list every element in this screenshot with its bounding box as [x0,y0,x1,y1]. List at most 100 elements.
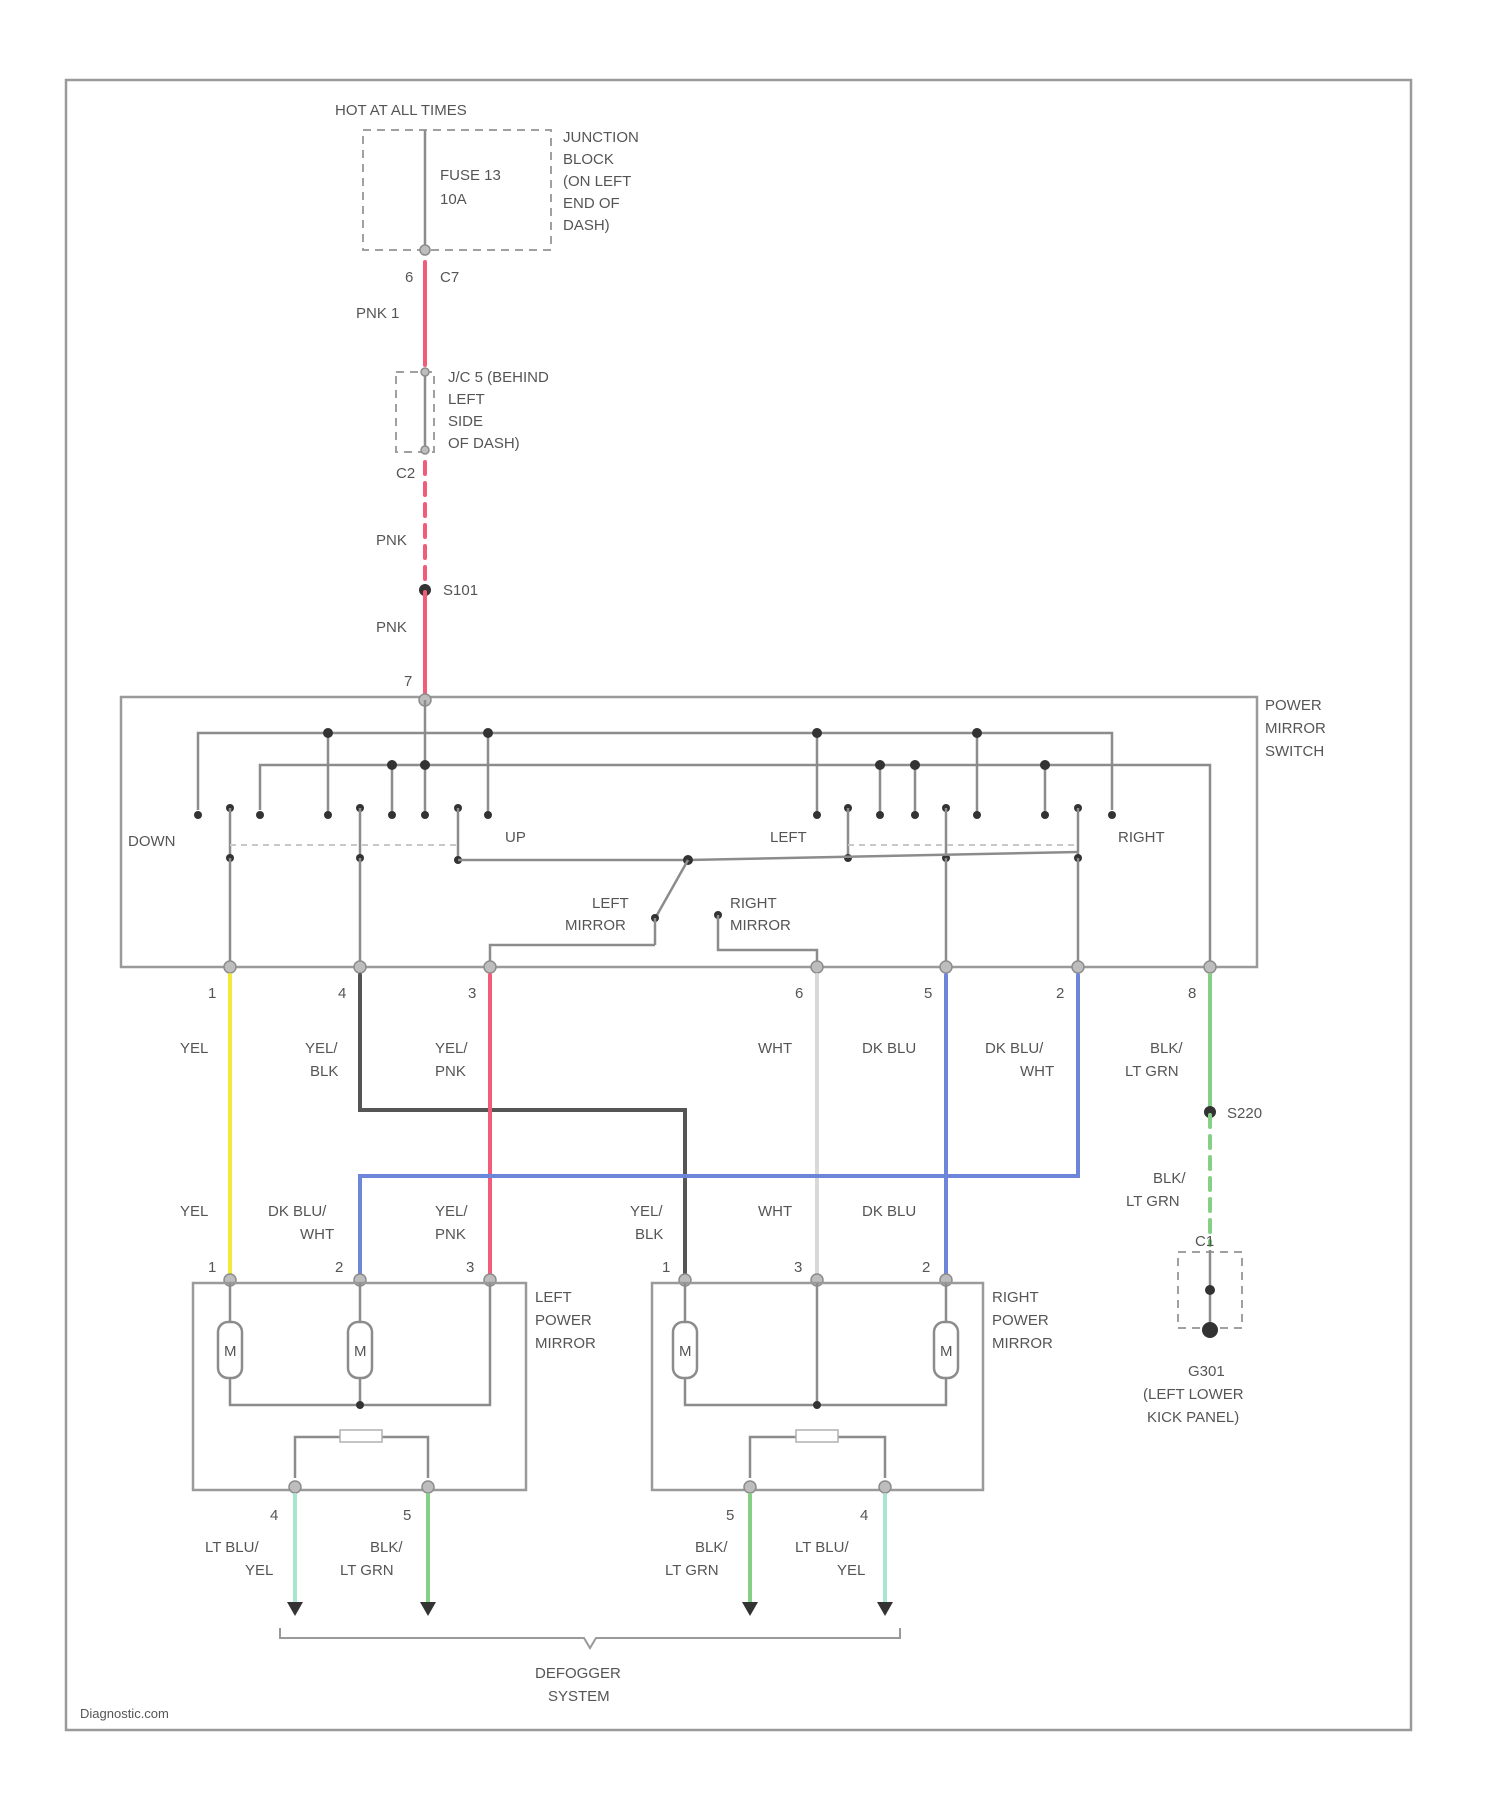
ground-name-1: G301 [1188,1363,1225,1380]
lower-color-yel-pnk-2: PNK [435,1226,466,1243]
switch-internal-buses [198,700,1210,965]
mirror-pin-label-5: 3 [794,1259,802,1276]
mirror-pin-label-3: 3 [466,1259,474,1276]
splice-s101-label: S101 [443,582,478,599]
joint-connector-label-3: SIDE [448,413,483,430]
joint-connector-pin-top [421,368,429,376]
switch-pin-label-7: 8 [1188,985,1196,1002]
lower-color-dk-blu: DK BLU [862,1203,916,1220]
lower-color-yel-blk-2: BLK [635,1226,663,1243]
left-mirror-label-3: MIRROR [535,1335,596,1352]
right-heater-pin-5 [744,1481,756,1493]
switch-label-left: LEFT [770,829,807,846]
right-mirror-select-label-1: RIGHT [730,895,777,912]
watermark: Diagnostic.com [80,1706,169,1721]
defogger-label-2: SYSTEM [548,1688,610,1705]
right-heater-pin-label-b: 4 [860,1507,868,1524]
pink-wire-2-label: PNK [376,532,407,549]
upper-color-yel-pnk-2: PNK [435,1063,466,1080]
left-heater-pin-4 [289,1481,301,1493]
right-out-color-1b: LT GRN [665,1562,719,1579]
upper-color-yel: YEL [180,1040,208,1057]
joint-connector-label-1: J/C 5 (BEHIND [448,369,549,386]
fuse-label-1: FUSE 13 [440,167,501,184]
junction-block-label-4: END OF [563,195,620,212]
defogger-brace [280,1628,900,1648]
ground-name-2: (LEFT LOWER [1143,1386,1244,1403]
ground-color-2: LT GRN [1126,1193,1180,1210]
switch-output-drops [230,858,1078,965]
right-heater-pin-label-a: 5 [726,1507,734,1524]
mirror-pin-label-2: 2 [335,1259,343,1276]
right-mirror-label-3: MIRROR [992,1335,1053,1352]
switch-bus-nodes [323,728,1050,770]
switch-label-down: DOWN [128,833,176,850]
mirror-pin-label-1: 1 [208,1259,216,1276]
switch-pin-label-6: 2 [1056,985,1064,1002]
left-mirror-common-node [356,1401,364,1409]
upper-color-yel-blk-1: YEL/ [305,1040,338,1057]
upper-color-dk-blu-wht-1: DK BLU/ [985,1040,1044,1057]
switch-pin-label-5: 5 [924,985,932,1002]
switch-feed-pin: 7 [404,673,412,690]
upper-color-blk-ltgrn-2: LT GRN [1125,1063,1179,1080]
joint-connector-label-2: LEFT [448,391,485,408]
splice-s220-label: S220 [1227,1105,1262,1122]
lower-color-yel: YEL [180,1203,208,1220]
lower-color-yel-blk-1: YEL/ [630,1203,663,1220]
left-mirror-motor-1-label: M [224,1343,237,1360]
left-heater-pin-5 [422,1481,434,1493]
upper-color-yel-pnk-1: YEL/ [435,1040,468,1057]
junction-block-label-1: JUNCTION [563,129,639,146]
ground-name-3: KICK PANEL) [1147,1409,1239,1426]
wire-dk-blu-wht [360,975,1078,1275]
left-mirror-select-label-1: LEFT [592,895,629,912]
joint-connector-pin-bottom [421,446,429,454]
lower-color-wht: WHT [758,1203,792,1220]
fuse-label-2: 10A [440,191,467,208]
left-mirror-heater-element [295,1430,428,1478]
joint-connector-outline [396,372,434,452]
upper-color-blk-ltgrn-1: BLK/ [1150,1040,1183,1057]
power-mirror-switch-box [121,697,1257,967]
lower-color-dk-blu-wht-2: WHT [300,1226,334,1243]
lower-color-yel-pnk-1: YEL/ [435,1203,468,1220]
pink-wire-3-label: PNK [376,619,407,636]
left-out-color-1a: LT BLU/ [205,1539,259,1556]
right-mirror-motor-2-label: M [940,1343,953,1360]
right-mirror-common-node [813,1401,821,1409]
left-out-color-2a: BLK/ [370,1539,403,1556]
left-mirror-select-label-2: MIRROR [565,917,626,934]
left-mirror-motor-2-label: M [354,1343,367,1360]
left-mirror-label-2: POWER [535,1312,592,1329]
left-out-color-2b: LT GRN [340,1562,394,1579]
junction-block-pin: 6 [405,269,413,286]
switch-pin-label-2: 4 [338,985,346,1002]
right-mirror-label-2: POWER [992,1312,1049,1329]
left-heater-pin-label-a: 4 [270,1507,278,1524]
joint-connector-pin-label: C2 [396,465,415,482]
ground-pin-label: C1 [1195,1233,1214,1250]
junction-block-label-3: (ON LEFT [563,173,631,190]
right-mirror-select-label-2: MIRROR [730,917,791,934]
lower-color-dk-blu-wht-1: DK BLU/ [268,1203,327,1220]
left-heater-pin-label-b: 5 [403,1507,411,1524]
right-heater-pin-4 [879,1481,891,1493]
junction-block-label-2: BLOCK [563,151,614,168]
ground-color-1: BLK/ [1153,1170,1186,1187]
upper-color-yel-blk-2: BLK [310,1063,338,1080]
switch-pin-label-1: 1 [208,985,216,1002]
switch-blades [230,808,1078,860]
right-mirror-label-1: RIGHT [992,1289,1039,1306]
upper-color-dk-blu-wht-2: WHT [1020,1063,1054,1080]
defog-terminal-arrows [287,1602,893,1616]
right-mirror-heater-element [750,1430,885,1478]
switch-label-right: RIGHT [1118,829,1165,846]
switch-title-1: POWER [1265,697,1322,714]
switch-title-3: SWITCH [1265,743,1324,760]
switch-title-2: MIRROR [1265,720,1326,737]
mirror-pin-label-4: 1 [662,1259,670,1276]
upper-color-dk-blu: DK BLU [862,1040,916,1057]
switch-pin-label-3: 3 [468,985,476,1002]
joint-connector-label-4: OF DASH) [448,435,520,452]
